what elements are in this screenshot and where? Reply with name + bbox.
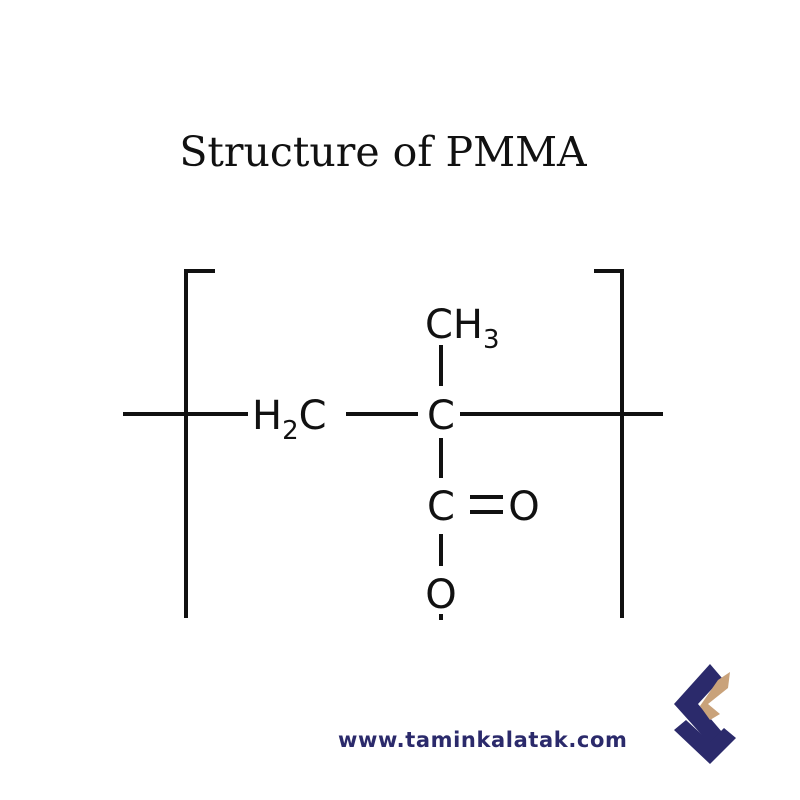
website-link[interactable]: www.taminkalatak.com (338, 728, 628, 752)
carbonyl-oxygen-label: O (508, 484, 539, 530)
page-title: Structure of PMMA (179, 128, 587, 176)
ester-oxygen-label: O (425, 572, 456, 618)
backbone-carbon-label: C (427, 393, 455, 439)
carbonyl-carbon-label: C (427, 484, 455, 530)
logo-navy-shape (674, 664, 722, 744)
h2c-label: H2C (252, 393, 327, 446)
taminkalatak-logo-icon (674, 664, 736, 764)
right-bracket (594, 269, 624, 618)
left-bracket (184, 269, 215, 618)
ch3-label: CH3 (425, 302, 500, 355)
logo-gold-accent (700, 672, 730, 720)
logo-navy-base (674, 720, 736, 764)
